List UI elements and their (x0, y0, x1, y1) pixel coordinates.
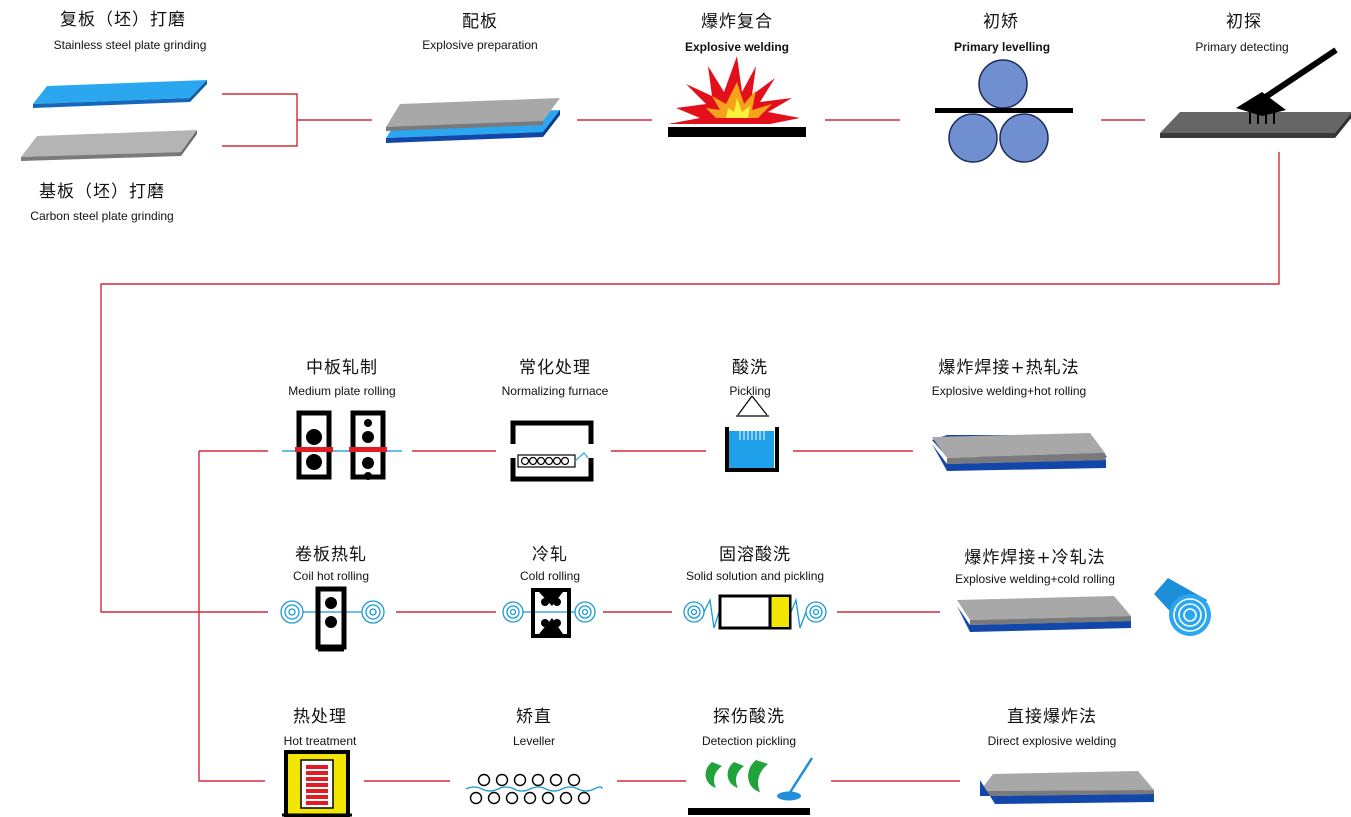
medium-title: 中板轧制 (306, 358, 378, 378)
coldroll-title: 爆炸焊接+冷轧法 (964, 548, 1106, 568)
prep-title: 配板 (462, 12, 498, 32)
heat-subtitle: Hot treatment (283, 734, 357, 748)
solid-solution-icon (683, 594, 827, 630)
stainless-subtitle: Stainless steel plate grinding (53, 38, 207, 52)
heat-title: 热处理 (293, 707, 347, 727)
carbon-plate-icon (21, 130, 197, 161)
cold-rolling-icon (502, 588, 596, 638)
normalize-subtitle: Normalizing furnace (501, 384, 609, 398)
cold-title: 冷轧 (532, 545, 568, 565)
solid-title: 固溶酸洗 (719, 545, 791, 565)
stainless-title: 复板（坯）打磨 (60, 10, 186, 30)
pickling-title: 酸洗 (732, 358, 768, 378)
detect-subtitle: Primary detecting (1195, 40, 1289, 54)
level-subtitle: Primary levelling (953, 40, 1051, 54)
carbon-title: 基板（坯）打磨 (39, 182, 165, 202)
cold-subtitle: Cold rolling (519, 569, 581, 583)
coil-subtitle: Coil hot rolling (292, 569, 370, 583)
leveller-rollers-icon (465, 773, 603, 805)
detectpick-subtitle: Detection pickling (701, 734, 797, 748)
prepared-plates-icon (386, 98, 560, 143)
prep-subtitle: Explosive preparation (422, 38, 538, 52)
coil-title: 卷板热轧 (295, 545, 367, 565)
carbon-subtitle: Carbon steel plate grinding (30, 209, 174, 223)
hot-rolling-plate-icon (932, 433, 1107, 471)
medium-plate-rolling-icon (282, 410, 402, 480)
detecting-probe-icon (1160, 47, 1351, 138)
medium-subtitle: Medium plate rolling (288, 384, 396, 398)
weld-title: 爆炸复合 (701, 12, 773, 32)
solid-subtitle: Solid solution and pickling (685, 569, 825, 583)
detectpick-title: 探伤酸洗 (713, 707, 785, 727)
detection-pickling-icon (688, 757, 814, 815)
levelling-rollers-icon (935, 59, 1073, 163)
hotroll-title: 爆炸焊接+热轧法 (938, 358, 1080, 378)
pickling-subtitle: Pickling (729, 384, 771, 398)
leveller-title: 矫直 (516, 707, 552, 727)
direct-subtitle: Direct explosive welding (987, 734, 1117, 748)
leveller-subtitle: Leveller (512, 734, 556, 748)
steel-coil-icon (1154, 578, 1211, 636)
coldroll-subtitle: Explosive welding+cold rolling (955, 572, 1115, 586)
direct-welding-plate-icon (980, 771, 1154, 804)
heat-treatment-icon (282, 750, 352, 817)
normalize-title: 常化处理 (519, 358, 591, 378)
connector-lines (100, 93, 1280, 782)
level-title: 初矫 (983, 12, 1019, 32)
normalizing-furnace-icon (510, 420, 594, 482)
stainless-plate-icon (33, 80, 207, 108)
hotroll-subtitle: Explosive welding+hot rolling (931, 384, 1087, 398)
weld-subtitle: Explosive welding (684, 40, 790, 54)
detect-title: 初探 (1226, 12, 1262, 32)
coil-hot-rolling-icon (280, 586, 385, 652)
cold-rolling-plate-icon (957, 596, 1131, 632)
explosion-icon (668, 56, 806, 137)
direct-title: 直接爆炸法 (1007, 707, 1097, 727)
pickling-tank-icon (725, 395, 779, 472)
